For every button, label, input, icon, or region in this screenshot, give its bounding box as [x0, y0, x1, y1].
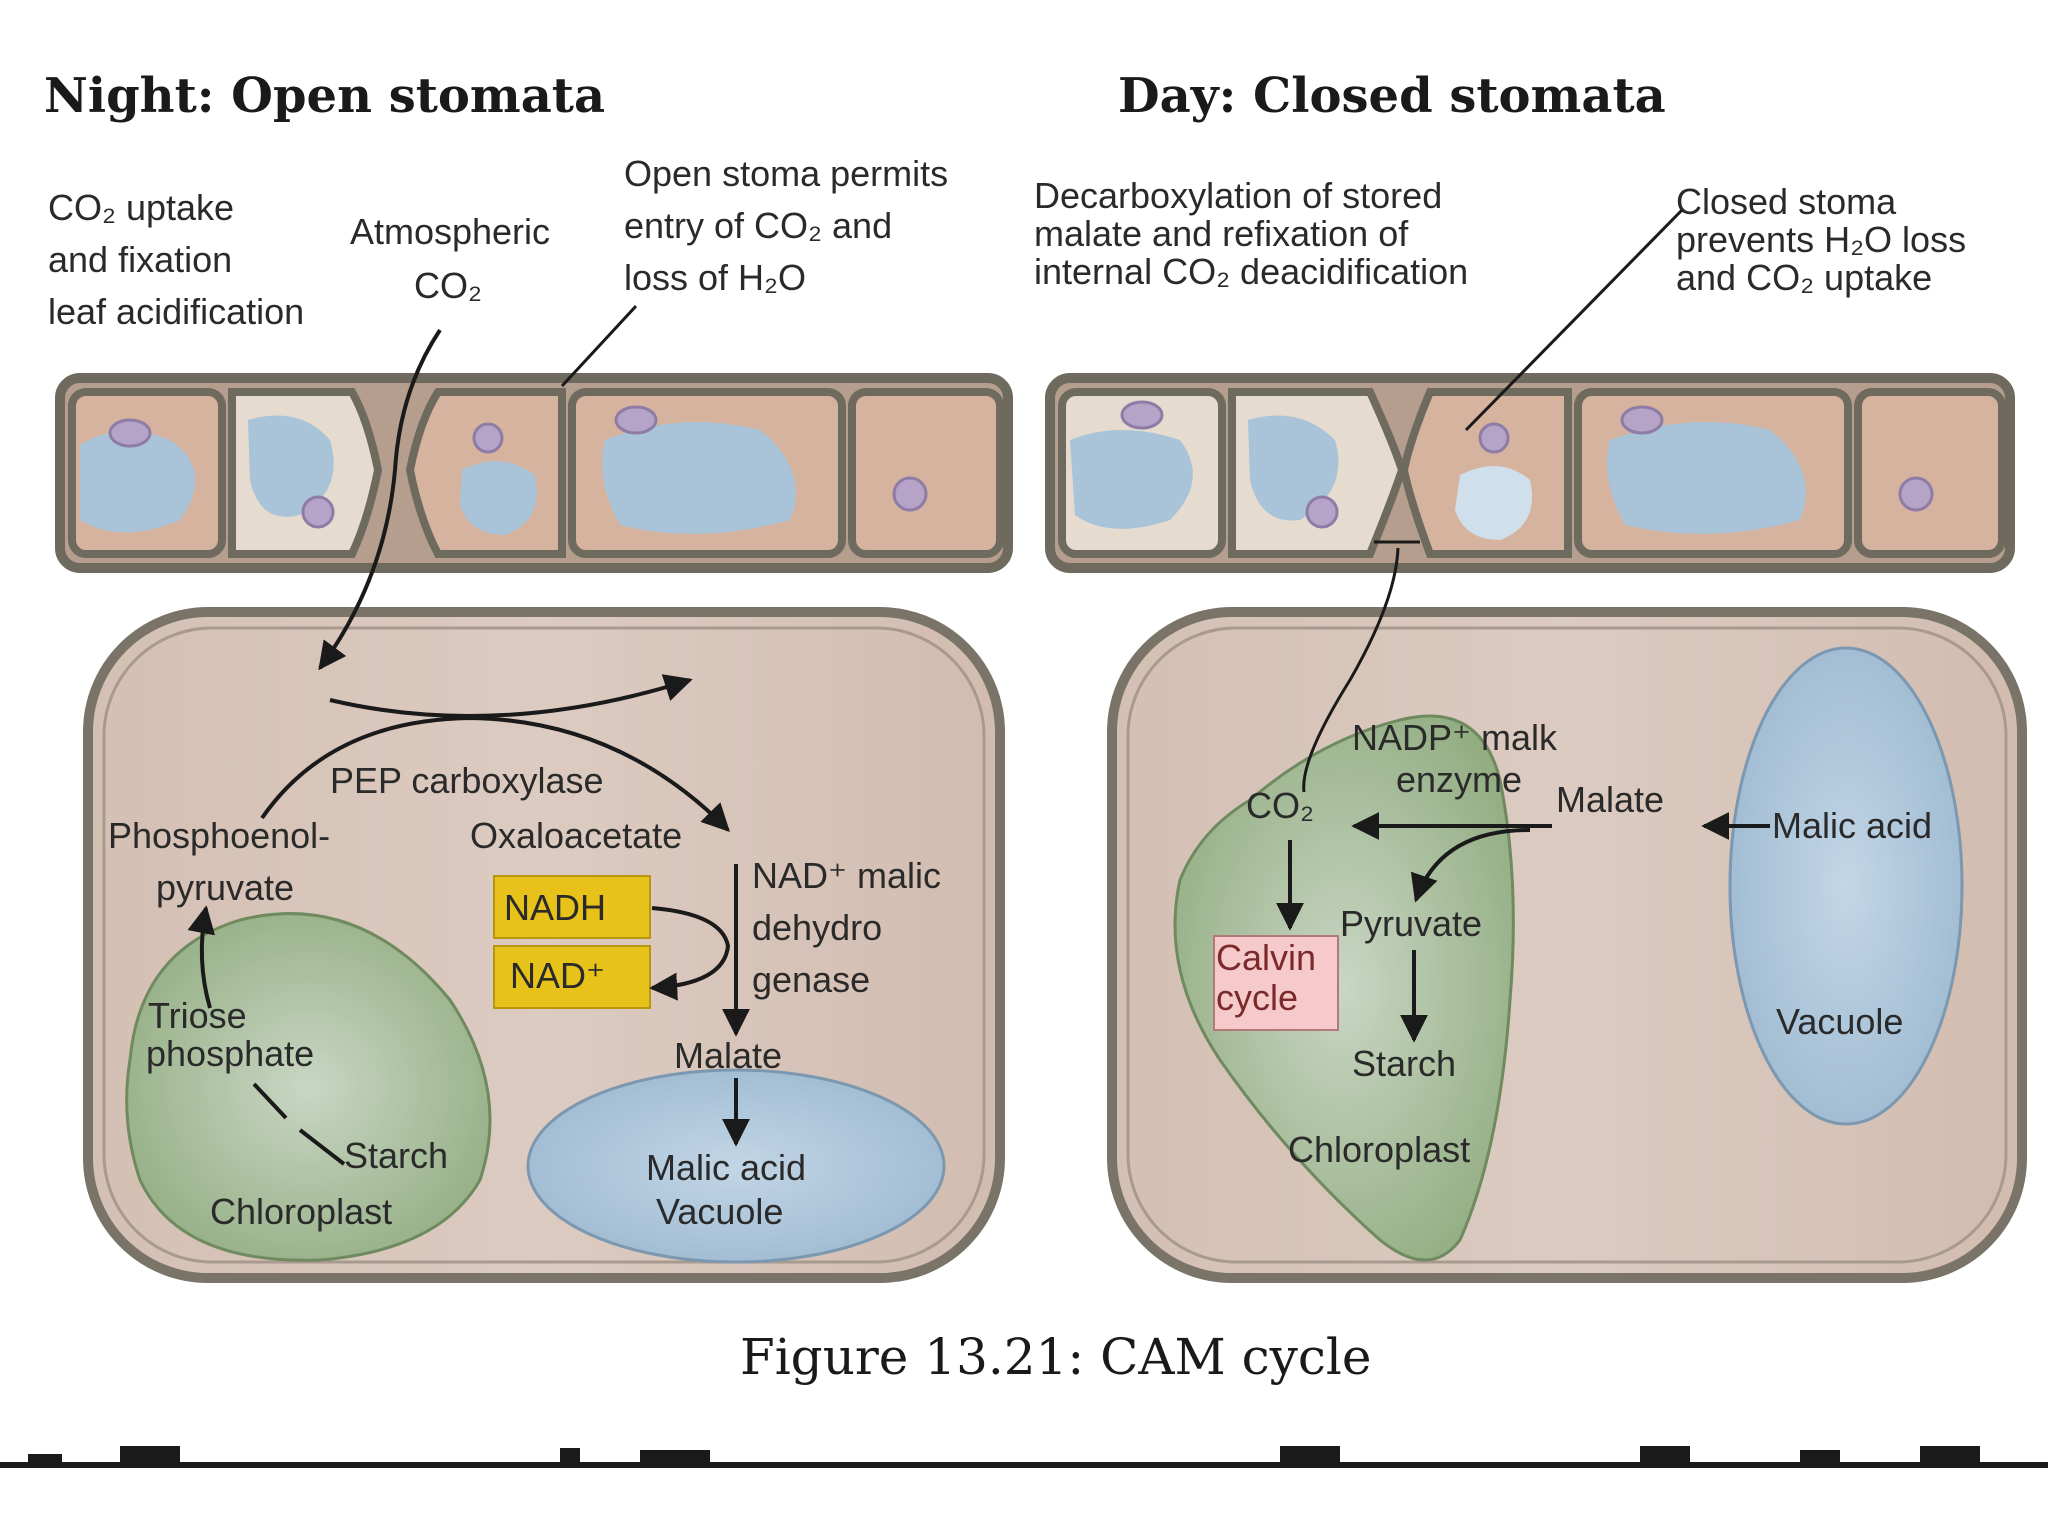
day-chloroplast [1173, 714, 1515, 1262]
svg-text:Phosphoenol-: Phosphoenol- [108, 815, 330, 856]
night-epidermis [55, 373, 1013, 573]
decarboxylation-label: Decarboxylation of stored malate and ref… [1034, 175, 1468, 292]
cropped-text-fragment [0, 1446, 2048, 1468]
svg-text:Closed stoma: Closed stoma [1676, 181, 1897, 222]
night-arrows [187, 304, 750, 1166]
nucleus [1478, 422, 1510, 454]
svg-text:pyruvate: pyruvate [156, 867, 294, 908]
oxaloacetate-label: Oxaloacetate [470, 815, 682, 856]
svg-text:phosphate: phosphate [146, 1033, 314, 1074]
svg-text:loss of H₂O: loss of H₂O [624, 257, 806, 298]
nucleus [301, 495, 335, 529]
figure-caption: Figure 13.21: CAM cycle [740, 1328, 1371, 1386]
svg-text:genase: genase [752, 959, 870, 1000]
open-stoma-pointer [560, 304, 638, 388]
nucleus [1120, 400, 1164, 430]
pep-to-oxaloacetate-arrow [260, 715, 730, 832]
svg-text:enzyme: enzyme [1396, 759, 1522, 800]
day-vacuole [1728, 646, 1964, 1126]
nucleus [1898, 476, 1934, 512]
nadh-box [493, 875, 651, 939]
triose-starch-dash [252, 1082, 346, 1166]
nucleus [892, 476, 928, 512]
triose-phosphate-label: Triose phosphate [146, 995, 314, 1074]
night-malate-label: Malate [674, 1035, 782, 1076]
phosphoenolpyruvate-label: Phosphoenol- pyruvate [108, 815, 330, 908]
svg-text:dehydro: dehydro [752, 907, 882, 948]
triose-to-pep-arrow [187, 905, 215, 1009]
svg-text:and fixation: and fixation [48, 239, 232, 280]
calvin-cycle-box [1213, 935, 1339, 1031]
svg-text:internal CO₂ deacidification: internal CO₂ deacidification [1034, 251, 1468, 292]
night-chloroplast-label: Chloroplast [210, 1191, 392, 1232]
night-chloroplast [125, 912, 492, 1262]
nucleus [1305, 495, 1339, 529]
co2-uptake-label: CO₂ uptake and fixation leaf acidificati… [48, 187, 304, 332]
svg-text:Open stoma permits: Open stoma permits [624, 153, 948, 194]
epidermis-cell [1854, 388, 2006, 558]
calvin-cycle-label: Calvin cycle [1216, 937, 1316, 1018]
night-vacuole-label: Vacuole [656, 1191, 783, 1232]
internal-co2-line [1302, 547, 1400, 793]
closed-stoma-pointer [1464, 208, 1684, 432]
svg-text:CO₂: CO₂ [414, 265, 482, 306]
svg-text:leaf acidification: leaf acidification [48, 291, 304, 332]
svg-text:Triose: Triose [148, 995, 247, 1036]
svg-text:prevents H₂O loss: prevents H₂O loss [1676, 219, 1966, 260]
svg-text:CO₂ uptake: CO₂ uptake [48, 187, 234, 228]
day-malic-acid-label: Malic acid [1772, 805, 1932, 846]
day-epidermis [1045, 373, 2015, 573]
svg-text:entry of CO₂ and: entry of CO₂ and [624, 205, 892, 246]
malate-to-pyruvate-arrow [1410, 828, 1531, 903]
night-starch-label: Starch [344, 1135, 448, 1176]
day-vacuole-label: Vacuole [1776, 1001, 1903, 1042]
svg-text:NAD⁺ malic: NAD⁺ malic [752, 855, 941, 896]
day-pyruvate-label: Pyruvate [1340, 903, 1482, 944]
nucleus [1620, 405, 1664, 435]
day-starch-label: Starch [1352, 1043, 1456, 1084]
day-arrows [1276, 208, 1770, 1043]
svg-text:and CO₂ uptake: and CO₂ uptake [1676, 257, 1932, 298]
svg-text:malate and refixation of: malate and refixation of [1034, 213, 1409, 254]
svg-text:Decarboxylation of stored: Decarboxylation of stored [1034, 175, 1442, 216]
day-chloroplast-label: Chloroplast [1288, 1129, 1470, 1170]
night-malic-acid-label: Malic acid [646, 1147, 806, 1188]
svg-text:Atmospheric: Atmospheric [350, 211, 550, 252]
night-heading: Night: Open stomata [44, 68, 605, 124]
night-vacuole [526, 1068, 946, 1264]
nucleus [472, 422, 504, 454]
open-stoma-label: Open stoma permits entry of CO₂ and loss… [624, 153, 948, 298]
day-malate-label: Malate [1556, 779, 1664, 820]
svg-text:cycle: cycle [1216, 977, 1298, 1018]
day-mesophyll-cell [1107, 607, 2027, 1283]
pep-carboxylase-label: PEP carboxylase [330, 760, 603, 801]
nad-malic-dehydrogenase-label: NAD⁺ malic dehydro genase [752, 855, 941, 1000]
nad-plus-box [493, 945, 651, 1009]
svg-text:NADP⁺ malk: NADP⁺ malk [1352, 717, 1558, 758]
nadh-to-nad-arrow [649, 906, 731, 1001]
epidermis-cell [848, 388, 1004, 558]
nadp-malic-enzyme-label: NADP⁺ malk enzyme [1352, 717, 1558, 800]
co2-fixation-arc-arrow [329, 674, 693, 718]
svg-text:Calvin: Calvin [1216, 937, 1316, 978]
day-heading: Day: Closed stomata [1118, 68, 1666, 124]
nucleus [108, 418, 152, 448]
atmospheric-co2-label: Atmospheric CO₂ [350, 211, 550, 306]
closed-stoma-label: Closed stoma prevents H₂O loss and CO₂ u… [1676, 181, 1966, 298]
nadh-label: NADH [504, 887, 606, 928]
nad-plus-label: NAD⁺ [510, 955, 605, 996]
nucleus [614, 405, 658, 435]
atmospheric-co2-arrow [318, 328, 442, 671]
